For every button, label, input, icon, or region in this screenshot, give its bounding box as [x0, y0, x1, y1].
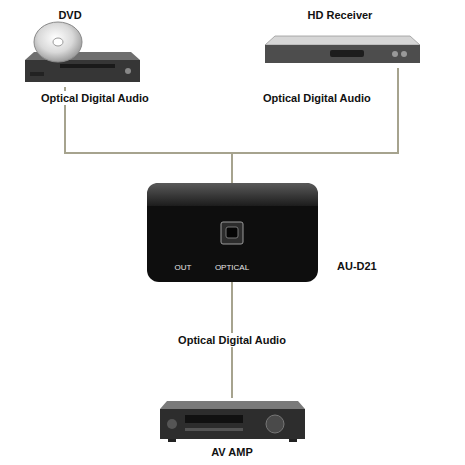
port-label: OPTICAL — [215, 263, 249, 273]
receiver-button — [392, 51, 398, 57]
dvd-disc-hole — [53, 38, 63, 46]
device-name: HD Receiver — [308, 8, 373, 22]
amp-buttons — [185, 428, 243, 431]
dvd-front — [25, 60, 140, 82]
switch-picture — [147, 183, 318, 282]
amp-display — [185, 415, 243, 423]
amp-foot — [289, 439, 297, 442]
device-node: HD Receiver — [262, 5, 418, 68]
optical-port-socket — [226, 227, 238, 238]
amp-front — [160, 409, 305, 439]
cable-label: Optical Digital Audio — [260, 91, 374, 105]
amp-top — [160, 401, 305, 409]
receiver-front — [265, 45, 420, 63]
device-node: DVD — [15, 5, 125, 87]
receiver-button — [401, 51, 407, 57]
amp-knob — [266, 415, 284, 433]
optical-port — [221, 222, 243, 244]
cable-label: Optical Digital Audio — [38, 91, 152, 105]
dvd-button — [125, 68, 131, 74]
port-label: OUT — [175, 263, 192, 273]
av-amp-picture — [160, 401, 305, 442]
receiver-top — [265, 36, 420, 45]
amp-foot — [168, 439, 176, 442]
dvd-tray — [60, 64, 115, 68]
dvd-player-picture — [25, 22, 140, 82]
cable-label: Optical Digital Audio — [175, 333, 289, 347]
hd-receiver-picture — [265, 36, 420, 63]
device-name: DVD — [58, 8, 81, 22]
receiver-display — [330, 50, 364, 57]
device-name: AU-D21 — [337, 259, 377, 273]
switch-top — [147, 183, 318, 206]
dvd-display — [30, 72, 44, 76]
device-node: AV AMP — [155, 398, 309, 460]
amp-knob — [167, 419, 177, 429]
dvd-disc — [34, 22, 82, 62]
device-name: AV AMP — [211, 445, 253, 459]
switch-body — [147, 183, 318, 282]
optical-cable — [232, 68, 398, 183]
